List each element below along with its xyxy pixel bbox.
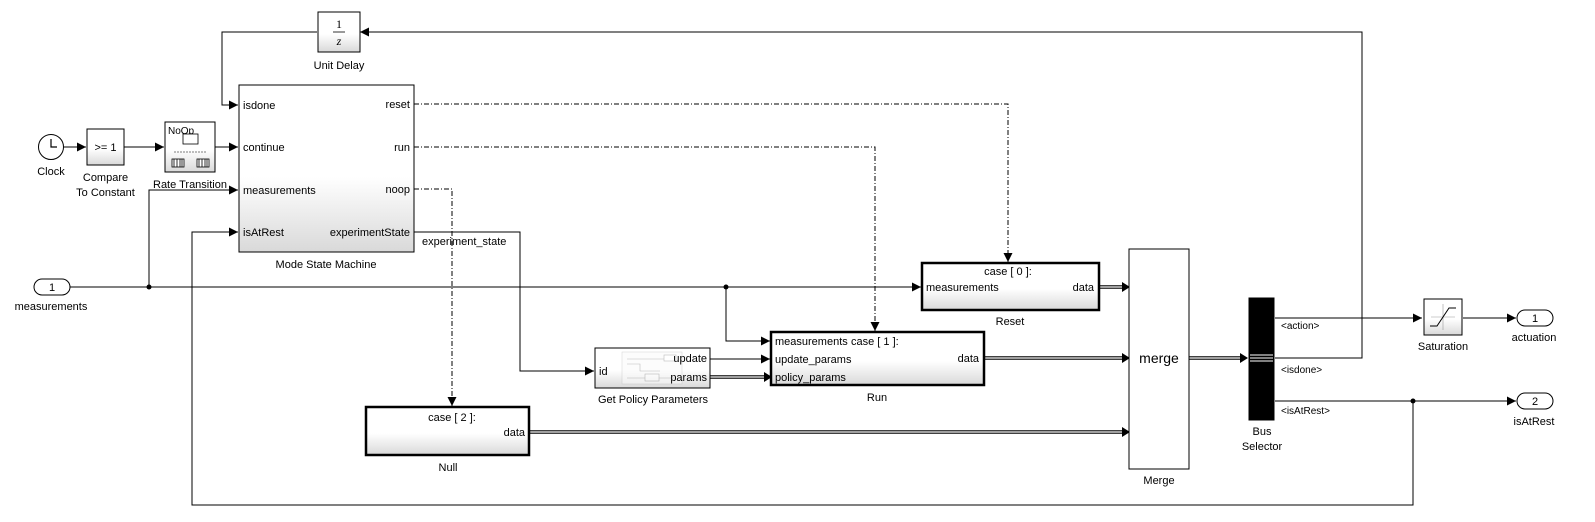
- unit-delay-denominator: z: [336, 34, 342, 48]
- null-label: Null: [439, 462, 458, 474]
- wire-reset-action[interactable]: [414, 103, 1013, 262]
- msm-out-noop: noop: [386, 184, 410, 196]
- rate-transition-block[interactable]: NoOp Rate Transition: [153, 121, 227, 191]
- msm-out-run: run: [394, 142, 410, 154]
- outport-isatrest[interactable]: 2 isAtRest: [1514, 392, 1555, 428]
- wire-measurements-msm[interactable]: [148, 185, 238, 287]
- saturation-label: Saturation: [1418, 341, 1468, 353]
- msm-out-state: experimentState: [330, 227, 410, 239]
- mode-state-machine-block[interactable]: isdone continue measurements isAtRest re…: [238, 84, 415, 271]
- merge-icon-text: merge: [1139, 350, 1179, 366]
- compare-label-line1: Compare: [83, 172, 128, 184]
- branch-point: [723, 284, 729, 290]
- subsystem-preview-icon: [621, 351, 683, 385]
- run-out-data: data: [958, 353, 980, 365]
- wire-state-gpp[interactable]: [414, 231, 594, 376]
- outport-name: isAtRest: [1514, 416, 1555, 428]
- signal-label-experiment-state[interactable]: experiment_state: [422, 236, 506, 248]
- msm-in-isdone: isdone: [243, 100, 275, 112]
- msm-in-isatrest: isAtRest: [243, 227, 284, 239]
- run-in-update: update_params: [775, 354, 852, 366]
- clock-block[interactable]: Clock: [37, 134, 65, 179]
- bus-selector-out-isdone: <isdone>: [1281, 365, 1322, 376]
- run-in-measurements: measurements: [775, 336, 848, 348]
- wire-measurements-run[interactable]: [725, 287, 770, 346]
- bus-selector-label-line2: Selector: [1242, 441, 1283, 453]
- merge-block[interactable]: merge Merge: [1128, 248, 1190, 487]
- run-in-policy: policy_params: [775, 372, 846, 384]
- wire-run-action[interactable]: [414, 146, 880, 331]
- compare-expression: >= 1: [94, 142, 116, 154]
- bus-selector-icon: [1250, 354, 1273, 362]
- get-policy-parameters-block[interactable]: id update params Get Policy Parameters: [594, 347, 711, 406]
- bus-selector-out-isatrest: <isAtRest>: [1281, 406, 1330, 417]
- outport-number: 2: [1532, 396, 1538, 408]
- bus-run-merge[interactable]: [984, 353, 1130, 363]
- branch-point: [146, 284, 152, 290]
- reset-case-label: case [ 0 ]:: [984, 266, 1032, 278]
- unit-delay-label: Unit Delay: [314, 60, 365, 72]
- gpp-label: Get Policy Parameters: [598, 394, 709, 406]
- run-case-label: case [ 1 ]:: [851, 336, 899, 348]
- msm-out-reset: reset: [386, 99, 410, 111]
- null-subsystem-block[interactable]: case [ 2 ]: data Null: [364, 405, 531, 474]
- inport-measurements[interactable]: 1 measurements: [15, 278, 88, 313]
- wire-noop-action[interactable]: [414, 188, 457, 406]
- wire-isdone-unitdelay[interactable]: [360, 27, 1363, 359]
- merge-label: Merge: [1143, 475, 1174, 487]
- rate-transition-mode: NoOp: [168, 126, 195, 137]
- inport-name: measurements: [15, 301, 88, 313]
- wires: [64, 27, 1516, 506]
- outport-number: 1: [1532, 313, 1538, 325]
- reset-subsystem-block[interactable]: case [ 0 ]: measurements data Reset: [920, 261, 1101, 328]
- bus-reset-merge[interactable]: [1099, 282, 1130, 292]
- rate-transition-label: Rate Transition: [153, 179, 227, 191]
- msm-label: Mode State Machine: [276, 259, 377, 271]
- bus-selector-block[interactable]: <action> <isdone> <isAtRest> Bus Selecto…: [1242, 297, 1330, 453]
- wire-isatrest-feedback[interactable]: [191, 227, 1414, 506]
- bus-selector-out-action: <action>: [1281, 321, 1320, 332]
- msm-in-continue: continue: [243, 142, 285, 154]
- unit-delay-block[interactable]: 1 z Unit Delay: [314, 11, 365, 72]
- bus-selector-label-line1: Bus: [1253, 426, 1272, 438]
- gpp-out-update: update: [673, 353, 707, 365]
- saturation-block[interactable]: Saturation: [1418, 298, 1468, 353]
- gpp-out-params: params: [670, 372, 707, 384]
- clock-label: Clock: [37, 166, 65, 178]
- inport-number: 1: [49, 282, 55, 294]
- wire-unitdelay-isdone[interactable]: [221, 31, 317, 110]
- reset-in-measurements: measurements: [926, 282, 999, 294]
- compare-to-constant-block[interactable]: >= 1 Compare To Constant: [76, 128, 135, 199]
- saturation-icon: [1430, 304, 1456, 330]
- run-subsystem-block[interactable]: measurements case [ 1 ]: update_params p…: [769, 330, 986, 404]
- null-out-data: data: [504, 427, 526, 439]
- msm-in-measurements: measurements: [243, 185, 316, 197]
- gpp-in-id: id: [599, 366, 608, 378]
- null-case-label: case [ 2 ]:: [428, 412, 476, 424]
- run-label: Run: [867, 392, 887, 404]
- outport-name: actuation: [1512, 332, 1557, 344]
- unit-delay-numerator: 1: [336, 17, 342, 31]
- reset-out-data: data: [1073, 282, 1095, 294]
- reset-label: Reset: [996, 316, 1025, 328]
- bus-null-merge[interactable]: [529, 427, 1130, 437]
- outport-actuation[interactable]: 1 actuation: [1512, 309, 1557, 344]
- compare-label-line2: To Constant: [76, 187, 135, 199]
- bus-merge-selector[interactable]: [1189, 353, 1248, 363]
- rate-transition-icon: [171, 133, 210, 168]
